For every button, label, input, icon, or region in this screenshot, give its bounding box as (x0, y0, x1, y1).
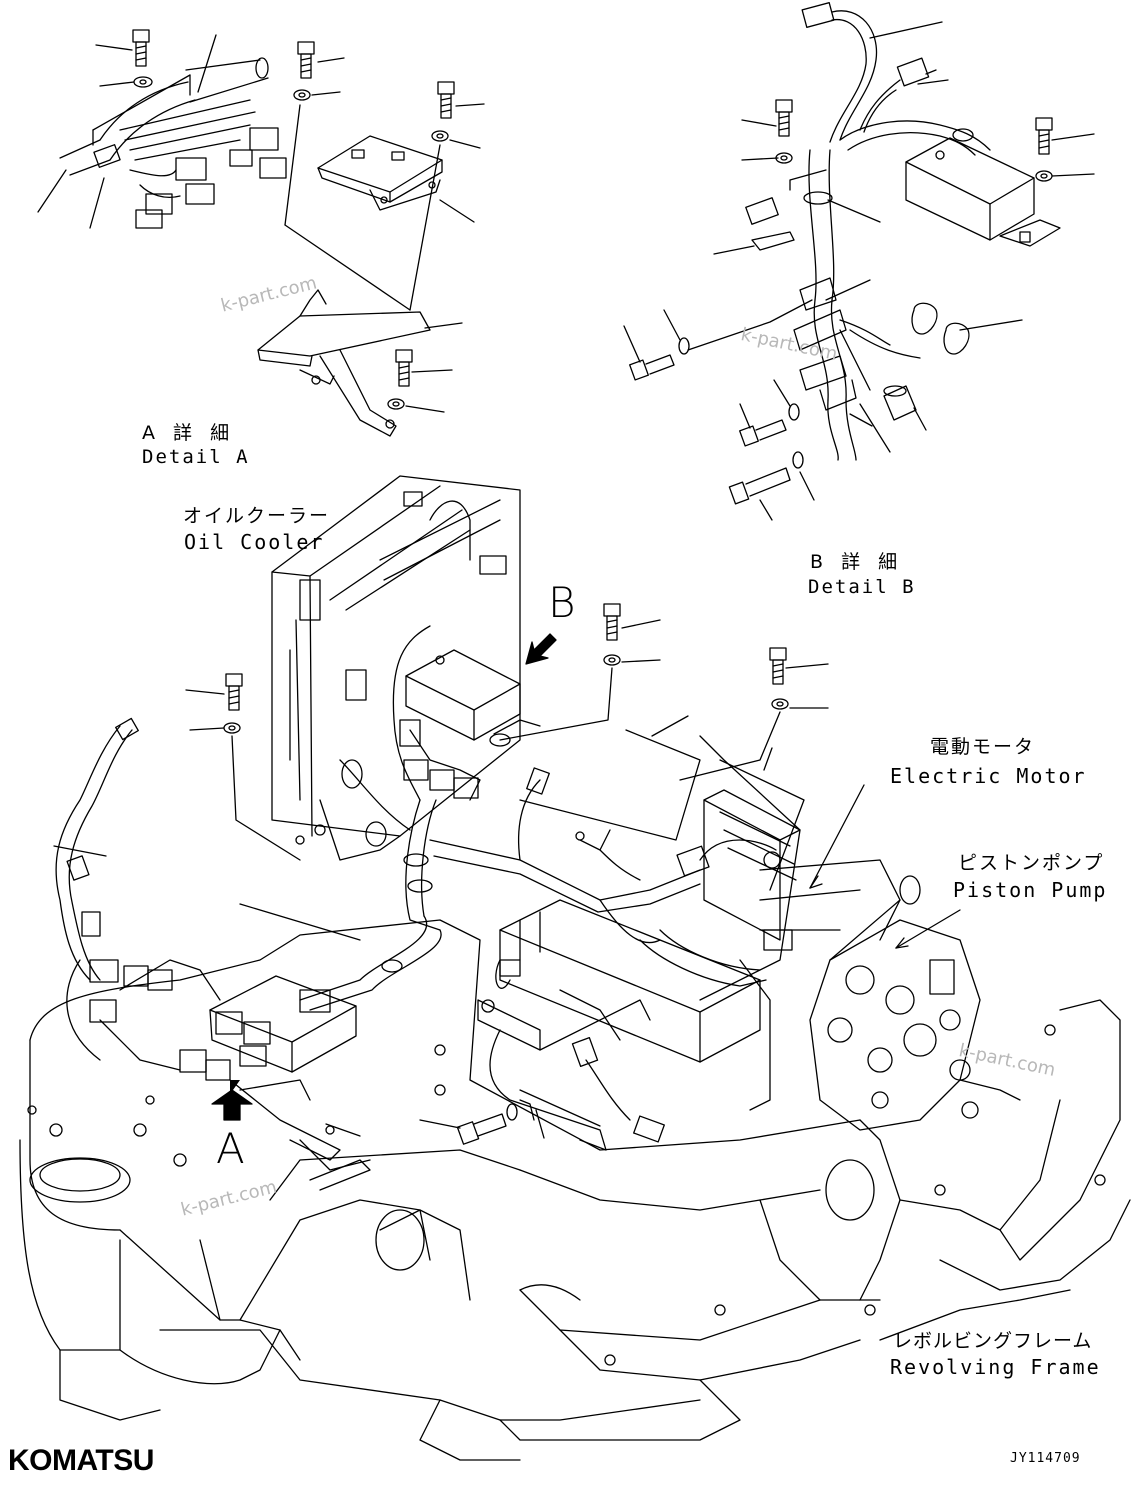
revolving-frame-label-en: Revolving Frame (890, 1355, 1101, 1379)
piston-pump-label-jp: ピストンポンプ (958, 852, 1105, 874)
oil-cooler-label-en: Oil Cooler (184, 530, 325, 554)
komatsu-logo: KOMATSU (8, 1444, 154, 1477)
detail-b-title-jp: B 詳 細 (810, 551, 904, 573)
detail-b-title-en: Detail B (808, 576, 916, 598)
view-arrow-b (525, 633, 557, 665)
electric-motor-label-en: Electric Motor (890, 764, 1087, 788)
detail-b-drawing (623, 2, 1095, 521)
view-marker-a: A (216, 1124, 245, 1173)
detail-a-drawing (37, 29, 485, 437)
view-marker-b: B (548, 578, 576, 627)
view-arrow-a (211, 1080, 253, 1121)
main-assembly-drawing (19, 475, 1131, 1461)
revolving-frame-label-jp: レボルビングフレーム (893, 1330, 1093, 1352)
electric-motor-label-jp: 電動モータ (930, 736, 1036, 758)
piston-pump-label-en: Piston Pump (953, 878, 1108, 902)
drawing-code: JY114709 (1010, 1451, 1081, 1466)
detail-a-title-jp: A 詳 細 (142, 422, 236, 444)
detail-a-title-en: Detail A (142, 446, 250, 468)
oil-cooler-label-jp: オイルクーラー (183, 505, 331, 527)
